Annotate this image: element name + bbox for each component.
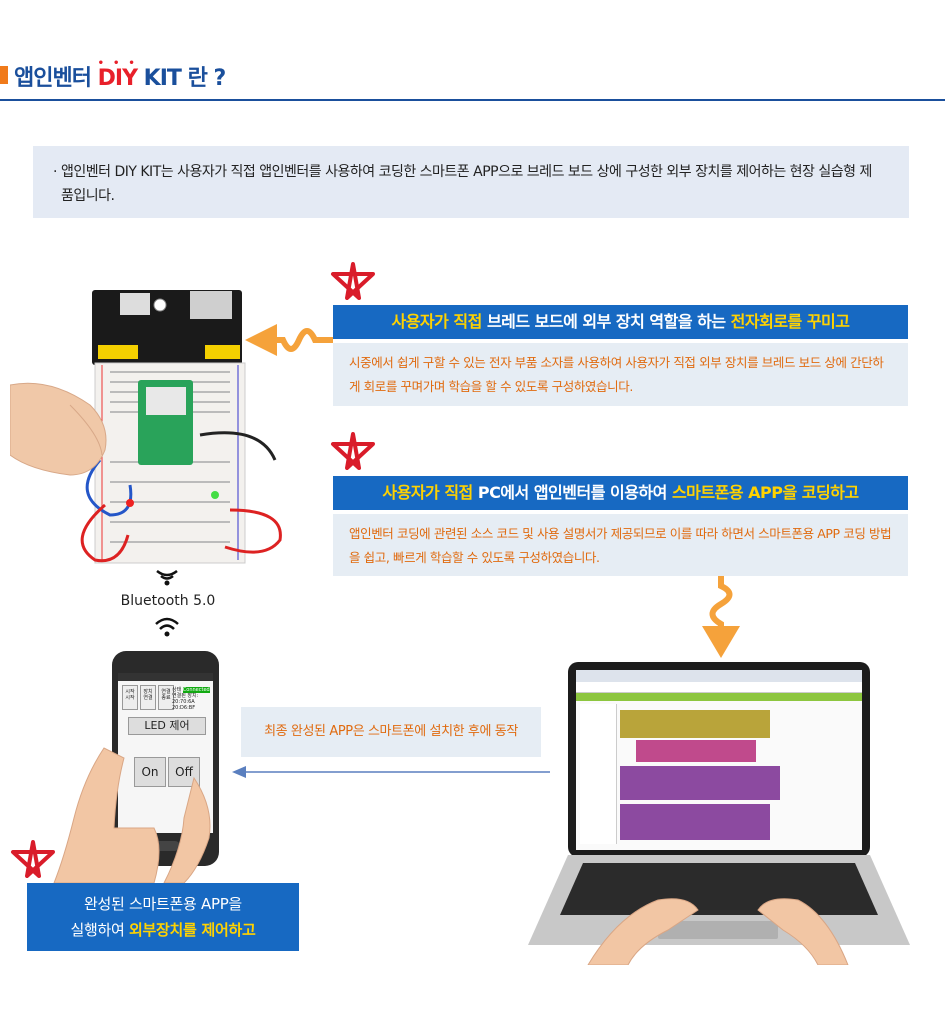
star-icon [331,432,375,470]
disconnect-button[interactable]: 연결 종료 [158,685,174,710]
led-control-label: LED 제어 [128,717,206,735]
title-divider [0,99,945,101]
led-on-button[interactable]: On [134,757,166,787]
install-note: 최종 완성된 APP은 스마트폰에 설치한 후에 동작 [241,707,541,757]
status-badge: Connected [182,687,210,693]
down-squiggle-arrow [702,576,740,658]
left-squiggle-arrow [245,324,333,356]
intro-text: 앱인벤터 DIY KIT는 사용자가 직접 앱인벤터를 사용하여 코딩한 스마트… [61,164,872,204]
step2-heading: 사용자가 직접 PC에서 앱인벤터를 이용하여 스마트폰용 APP을 코딩하고 [333,476,908,510]
intro-box: · 앱인벤터 DIY KIT는 사용자가 직접 앱인벤터를 사용하여 코딩한 스… [33,146,909,218]
wifi-icon [155,617,179,637]
bluetooth-label: Bluetooth 5.0 [120,593,216,609]
left-arrow [232,766,550,778]
start-button[interactable]: 시작 시작 [122,685,138,710]
laptop-keyboard [528,855,910,965]
title-diy: •••DIY [97,58,144,91]
final-step-box: 완성된 스마트폰용 APP을 실행하여 외부장치를 제어하고 [27,883,299,951]
title-accent-bar [0,66,8,84]
breadboard-illustration [10,290,282,564]
hand-illustration [53,747,211,883]
step1-heading: 사용자가 직접 브레드 보드에 외부 장치 역할을 하는 전자회로를 꾸미고 [333,305,908,339]
connect-button[interactable]: 장치 연결 [140,685,156,710]
star-icon [331,262,375,300]
page-title: 앱인벤터 •••DIY KIT 란 ? [14,58,226,91]
signal-icon [156,569,178,586]
star-icon [11,840,55,878]
step1-description: 시중에서 쉽게 구할 수 있는 전자 부품 소자를 사용하여 사용자가 직접 외… [333,343,908,406]
step2-description: 앱인벤터 코딩에 관련된 소스 코드 및 사용 설명서가 제공되므로 이를 따라… [333,514,908,576]
laptop-screen-frame [568,662,870,857]
appinventor-screen [576,670,862,850]
